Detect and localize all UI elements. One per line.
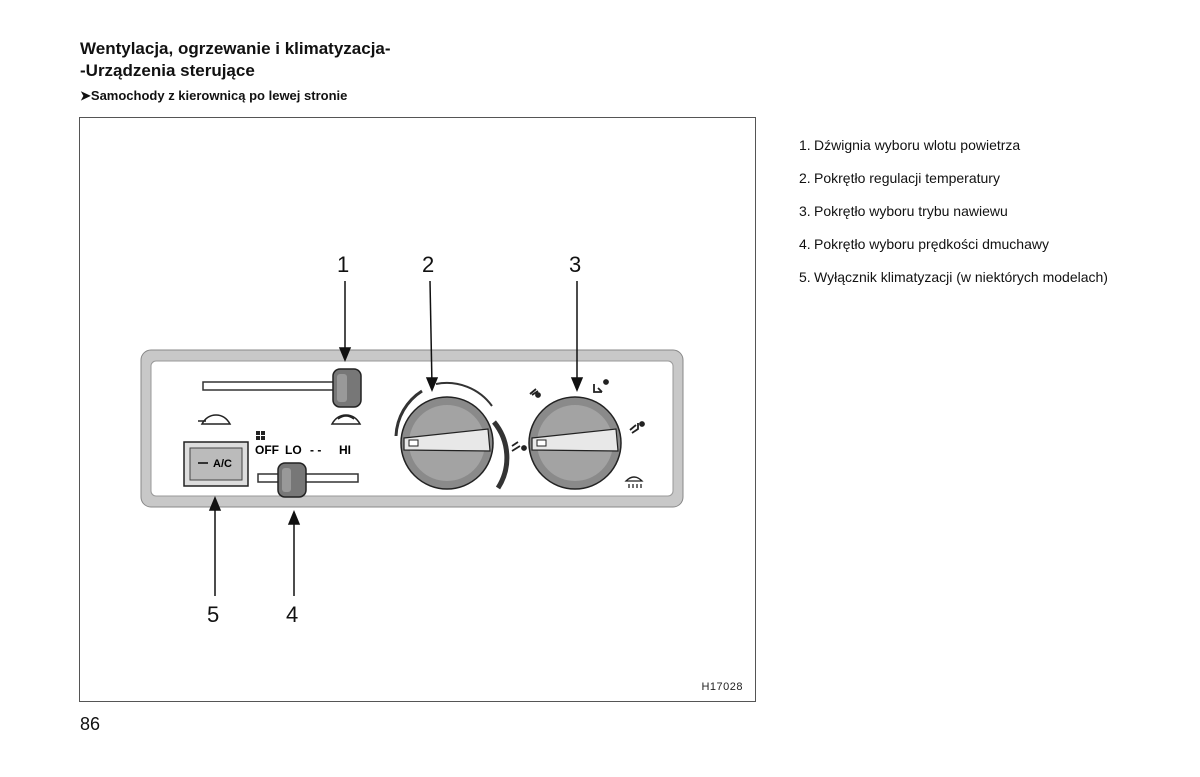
fan-label-mid: - - [310,443,321,457]
component-legend: 1.Dźwignia wyboru wlotu powietrza 2.Pokr… [799,137,1109,302]
legend-item: 4.Pokrętło wyboru prędkości dmuchawy [799,236,1109,253]
bilevel-icon [529,388,541,398]
legend-item-text: Pokrętło wyboru prędkości dmuchawy [814,236,1049,252]
foot-defrost-icon [629,421,645,434]
fan-icon [256,431,265,440]
legend-item-text: Wyłącznik klimatyzacji (w niektórych mod… [814,269,1108,285]
temp-scale-top [435,381,493,407]
page-number: 86 [80,714,101,734]
section-subtitle: ➤Samochody z kierownicą po lewej stronie [80,88,348,103]
callout-3-arrow [570,377,584,392]
legend-item-number: 2. [799,170,811,186]
callout-2-arrow [425,377,439,392]
legend-item-number: 1. [799,137,811,153]
foot-vent-icon [593,379,609,393]
temperature-knob-grip [403,428,491,452]
callout-1-arrow [338,347,352,362]
legend-item-text: Dźwignia wyboru wlotu powietrza [814,137,1021,153]
callout-4: 4 [286,602,298,627]
air-inlet-lever-highlight [337,374,347,402]
temperature-knob-pointer [408,439,419,447]
callout-5: 5 [207,602,219,627]
callout-4-arrow [287,510,301,525]
fan-label-hi: HI [339,443,351,457]
legend-item: 2.Pokrętło regulacji temperatury [799,170,1109,187]
legend-item-number: 5. [799,269,811,285]
temp-scale-cold [394,389,423,437]
fan-speed-slider-track [257,473,359,483]
fan-label-lo: LO [285,443,302,457]
mode-knob-pointer [536,439,547,447]
temp-scale-hot [492,420,510,490]
callout-1: 1 [337,252,349,277]
legend-item: 1.Dźwignia wyboru wlotu powietrza [799,137,1109,154]
title-line-1: Wentylacja, ogrzewanie i klimatyzacja- [80,39,391,58]
page-title: Wentylacja, ogrzewanie i klimatyzacja- -… [80,38,391,82]
ac-button-label: A/C [213,458,232,470]
face-vent-icon [511,441,527,452]
control-panel-illustration: A/C OFF LO - - HI [140,252,684,627]
callout-2-leader [429,280,433,387]
mode-knob-grip [531,428,619,452]
fan-label-off: OFF [255,443,279,457]
legend-item-text: Pokrętło regulacji temperatury [814,170,1000,186]
figure-code: H17028 [701,681,743,693]
fresh-air-icon [198,414,232,425]
callout-5-arrow [208,496,222,511]
control-panel-figure: A/C OFF LO - - HI [79,117,756,702]
title-line-2: -Urządzenia sterujące [80,61,255,80]
callout-3: 3 [569,252,581,277]
legend-item: 3.Pokrętło wyboru trybu nawiewu [799,203,1109,220]
callout-2: 2 [422,252,434,277]
recirculate-icon [330,414,362,425]
fan-knob-highlight [282,468,291,492]
legend-item-number: 4. [799,236,811,252]
air-inlet-slider-track [202,381,344,391]
legend-item-number: 3. [799,203,811,219]
defrost-icon [624,476,644,488]
legend-item-text: Pokrętło wyboru trybu nawiewu [814,203,1008,219]
legend-item: 5.Wyłącznik klimatyzacji (w niektórych m… [799,269,1109,286]
